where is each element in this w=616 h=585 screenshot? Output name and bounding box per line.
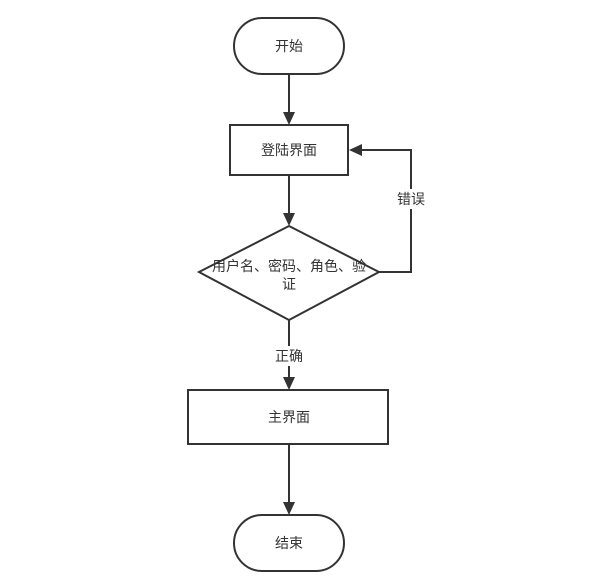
node-start: 开始 bbox=[233, 17, 345, 75]
arrowhead bbox=[283, 213, 295, 226]
arrowhead bbox=[349, 144, 362, 156]
node-start-label: 开始 bbox=[275, 39, 303, 55]
node-main-screen: 主界面 bbox=[187, 389, 389, 445]
edge-label-error: 错误 bbox=[397, 192, 425, 208]
node-login-screen: 登陆界面 bbox=[229, 124, 349, 176]
node-verify-decision: 用户名、密码、角色、验 证 bbox=[196, 224, 382, 322]
node-verify-label-line1: 用户名、密码、角色、验 bbox=[212, 258, 366, 275]
arrowhead bbox=[283, 502, 295, 515]
node-login-screen-label: 登陆界面 bbox=[261, 143, 317, 159]
edge-start-to-login bbox=[283, 74, 295, 125]
node-verify-label-line2: 证 bbox=[282, 277, 296, 293]
node-end-label: 结束 bbox=[275, 536, 303, 552]
node-end: 结束 bbox=[233, 514, 345, 572]
edge-login-to-verify bbox=[283, 175, 295, 226]
node-main-screen-label: 主界面 bbox=[268, 410, 310, 426]
edge-label-correct: 正确 bbox=[275, 349, 303, 365]
edge-main-to-end bbox=[283, 444, 295, 515]
arrowhead bbox=[283, 377, 295, 390]
arrowhead bbox=[283, 112, 295, 125]
edge-verify-to-main: 正确 bbox=[272, 320, 306, 390]
edge-verify-to-login: 错误 bbox=[349, 144, 428, 273]
